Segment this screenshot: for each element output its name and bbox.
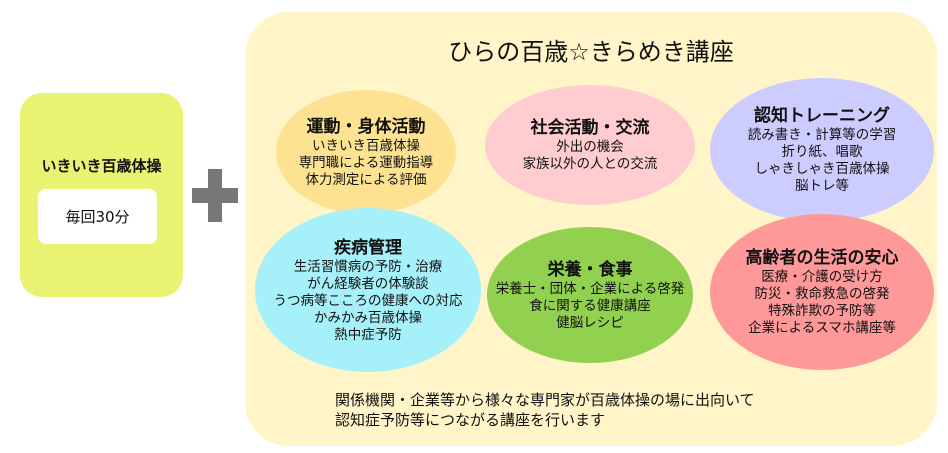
topic-heading: 疾病管理 xyxy=(334,237,402,258)
topic-ellipse: 社会活動・交流外出の機会家族以外の人との交流 xyxy=(485,85,695,205)
topic-item: 脳トレ等 xyxy=(795,178,849,194)
topic-ellipse: 認知トレーニング読み書き・計算等の学習折り紙、唱歌しゃきしゃき百歳体操脳トレ等 xyxy=(710,78,934,222)
topic-item: 健脳レシピ xyxy=(556,314,624,331)
topic-item: 外出の機会 xyxy=(556,139,624,155)
topic-item: 読み書き・計算等の学習 xyxy=(747,127,897,143)
plus-icon-vertical xyxy=(208,169,222,222)
topic-ellipse: 高齢者の生活の安心医療・介護の受け方防災・救命救急の啓発特殊詐欺の予防等企業によ… xyxy=(710,214,934,370)
topic-item: がん経験者の体験談 xyxy=(307,275,429,292)
topic-item: いきいき百歳体操 xyxy=(312,137,420,154)
topic-item: 食に関する健康講座 xyxy=(529,297,651,314)
topic-item: 体力測定による評価 xyxy=(305,171,427,188)
topic-ellipse: 疾病管理生活習慣病の予防・治療がん経験者の体験談うつ病等こころの健康への対応かみ… xyxy=(255,208,481,372)
panel-footer: 関係機関・企業等から様々な専門家が百歳体操の場に出向いて 認知症予防等につながる… xyxy=(335,390,755,430)
footer-line: 関係機関・企業等から様々な専門家が百歳体操の場に出向いて xyxy=(335,391,755,409)
topic-item: 熱中症予防 xyxy=(334,326,402,343)
topic-heading: 運動・身体活動 xyxy=(306,116,426,137)
topic-item: しゃきしゃき百歳体操 xyxy=(754,161,890,177)
topic-item: 折り紙、唱歌 xyxy=(781,144,863,160)
topic-item: 医療・介護の受け方 xyxy=(761,269,883,285)
footer-line: 認知症予防等につながる講座を行います xyxy=(335,411,606,429)
topic-item: 栄養士・団体・企業による啓発 xyxy=(495,280,685,297)
topic-item: かみかみ百歳体操 xyxy=(314,309,422,326)
topic-item: 専門職による運動指導 xyxy=(298,154,434,171)
topic-ellipse: 運動・身体活動いきいき百歳体操専門職による運動指導体力測定による評価 xyxy=(276,90,456,214)
topic-ellipse: 栄養・食事栄養士・団体・企業による啓発食に関する健康講座健脳レシピ xyxy=(487,227,693,363)
topic-heading: 高齢者の生活の安心 xyxy=(745,248,899,268)
left-box-duration: 毎回30分 xyxy=(38,189,157,244)
left-box-hyakusai-taiso: いきいき百歳体操 毎回30分 xyxy=(20,93,183,297)
left-box-title: いきいき百歳体操 xyxy=(41,157,162,175)
topic-item: 特殊詐欺の予防等 xyxy=(768,303,876,319)
topic-heading: 認知トレーニング xyxy=(754,106,890,126)
topic-heading: 社会活動・交流 xyxy=(530,118,650,138)
topic-item: うつ病等こころの健康への対応 xyxy=(273,292,463,309)
topic-item: 家族以外の人との交流 xyxy=(522,156,658,172)
topic-item: 企業によるスマホ講座等 xyxy=(748,320,896,336)
topic-heading: 栄養・食事 xyxy=(547,259,633,280)
topic-item: 防災・救命救急の啓発 xyxy=(754,286,890,302)
topic-item: 生活習慣病の予防・治療 xyxy=(293,258,443,275)
panel-title: ひらの百歳☆きらめき講座 xyxy=(448,38,734,66)
